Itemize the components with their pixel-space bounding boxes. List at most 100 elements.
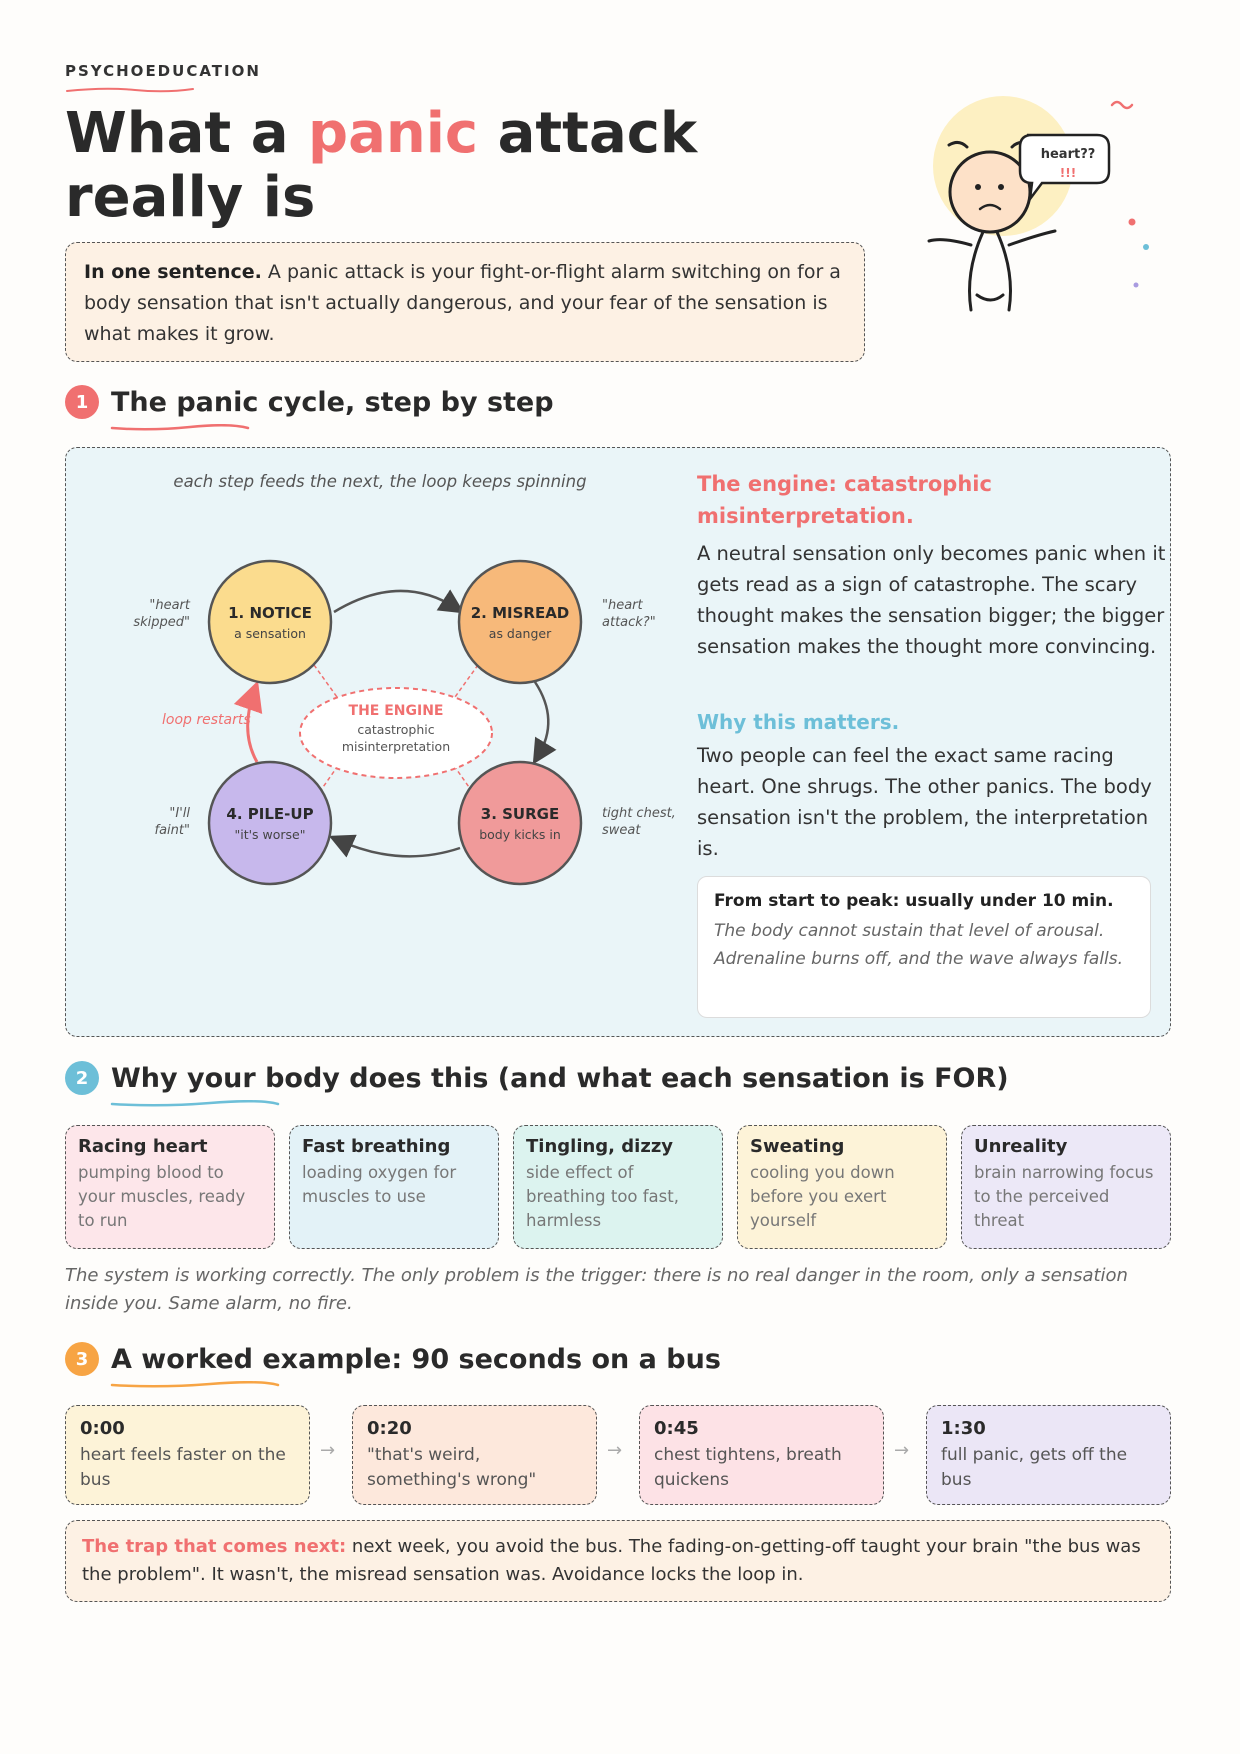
section1-number: 1 — [65, 385, 99, 419]
card-text: side effect of breathing too fast, harml… — [526, 1163, 679, 1230]
panic-cycle-diagram: each step feeds the next, the loop keeps… — [133, 472, 676, 886]
peak-heading: From start to peak: usually under 10 min… — [714, 891, 1114, 911]
engine-title: THE ENGINE — [349, 703, 444, 719]
title-line2: really is — [65, 165, 316, 230]
section2-title: Why your body does this (and what each s… — [111, 1062, 1009, 1094]
sensation-card-sweating: Sweating cooling you down before you exe… — [737, 1125, 947, 1249]
node-surge — [457, 760, 583, 886]
node-pileup-sub: "it's worse" — [234, 827, 305, 842]
summary-box: In one sentence. A panic attack is your … — [65, 242, 865, 362]
card-title: Tingling, dizzy — [526, 1136, 674, 1157]
trap-text: next week, you avoid the bus. The fading… — [82, 1536, 1141, 1585]
timeline-text: chest tightens, breath quickens — [654, 1445, 842, 1490]
engine-heading: The engine: catastrophic misinterpretati… — [697, 472, 992, 528]
timeline-text: "that's weird, something's wrong" — [367, 1445, 537, 1490]
timeline-arrow-icon: → — [320, 1440, 336, 1461]
section1-underline — [110, 424, 250, 431]
section1-title: The panic cycle, step by step — [111, 386, 554, 418]
worried-figure-illustration: heart?? !!! — [927, 96, 1149, 312]
cycle-caption: each step feeds the next, the loop keeps… — [173, 472, 586, 491]
dot-purple — [1133, 282, 1139, 288]
card-title: Fast breathing — [302, 1136, 451, 1157]
card-text: brain narrowing focus to the perceived t… — [974, 1163, 1154, 1230]
engine-ellipse — [299, 687, 493, 779]
card-title: Sweating — [750, 1136, 845, 1157]
section3-underline — [110, 1381, 280, 1388]
bubble-text-1: heart?? — [1041, 147, 1096, 162]
section2-underline — [110, 1100, 280, 1107]
page-title: What a panic attack really is — [65, 102, 825, 230]
eye-right — [998, 184, 1004, 190]
timeline-time: 0:45 — [654, 1418, 699, 1439]
timeline-time: 0:00 — [80, 1418, 125, 1439]
bubble-text-2: !!! — [1060, 166, 1076, 180]
quote-notice-2: skipped" — [133, 615, 190, 630]
eye-left — [975, 184, 981, 190]
section3-number: 3 — [65, 1342, 99, 1376]
timeline-time: 0:20 — [367, 1418, 412, 1439]
loop-restarts-label: loop restarts — [162, 712, 251, 728]
sensation-card-fast-breathing: Fast breathing loading oxygen for muscle… — [289, 1125, 499, 1249]
head — [948, 150, 1032, 234]
quote-surge-1: tight chest, — [602, 806, 676, 821]
arms — [927, 229, 1057, 247]
timeline-step-0-45: 0:45 chest tightens, breath quickens — [639, 1405, 884, 1505]
section2-number: 2 — [65, 1061, 99, 1095]
arrow-loop-restart — [233, 680, 263, 763]
why-text: Two people can feel the exact same racin… — [697, 744, 1152, 860]
squiggle-mark — [1110, 100, 1134, 110]
title-post: attack — [478, 101, 698, 166]
timeline-text: heart feels faster on the bus — [80, 1445, 286, 1490]
section3-header: 3 A worked example: 90 seconds on a bus — [65, 1342, 721, 1376]
summary-lead: In one sentence. — [84, 261, 262, 283]
sensation-card-unreality: Unreality brain narrowing focus to the p… — [961, 1125, 1171, 1249]
engine-link-2 — [449, 664, 479, 705]
engine-sub2: misinterpretation — [342, 739, 450, 754]
quote-misread-1: "heart — [602, 598, 644, 613]
node-misread-title: 2. MISREAD — [471, 604, 570, 622]
trap-lead: The trap that comes next: — [82, 1536, 347, 1557]
arrow-surge-pileup — [328, 834, 461, 858]
timeline-step-0-20: 0:20 "that's weird, something's wrong" — [352, 1405, 597, 1505]
timeline-time: 1:30 — [941, 1418, 986, 1439]
engine-text: A neutral sensation only becomes panic w… — [697, 542, 1166, 658]
node-misread-sub: as danger — [489, 626, 552, 641]
dot-red — [1128, 218, 1136, 226]
engine-sub1: catastrophic — [357, 722, 434, 737]
section3-title: A worked example: 90 seconds on a bus — [111, 1343, 721, 1375]
eyebrow-underline — [66, 87, 194, 93]
title-accent: panic — [307, 101, 479, 166]
node-notice-title: 1. NOTICE — [228, 604, 312, 622]
peak-card: From start to peak: usually under 10 min… — [697, 876, 1151, 1018]
engine-link-1 — [313, 664, 343, 705]
eyebrow-label: PSYCHOEDUCATION — [65, 62, 261, 80]
quote-notice-1: "heart — [149, 598, 191, 613]
node-notice — [207, 559, 333, 685]
sensation-card-tingling: Tingling, dizzy side effect of breathing… — [513, 1125, 723, 1249]
speech-bubble — [1018, 133, 1111, 204]
frown-mouth — [978, 203, 1002, 211]
card-text: cooling you down before you exert yourse… — [750, 1163, 895, 1230]
timeline-step-1-30: 1:30 full panic, gets off the bus — [926, 1405, 1171, 1505]
sensation-card-racing-heart: Racing heart pumping blood to your muscl… — [65, 1125, 275, 1249]
timeline-arrow-icon: → — [607, 1440, 623, 1461]
body-outline — [968, 230, 1012, 312]
timeline-arrow-icon: → — [894, 1440, 910, 1461]
card-title: Unreality — [974, 1136, 1068, 1157]
card-title: Racing heart — [78, 1136, 208, 1157]
quote-pileup-2: faint" — [155, 823, 190, 838]
node-pileup-title: 4. PILE-UP — [226, 805, 313, 823]
peak-text: The body cannot sustain that level of ar… — [714, 921, 1124, 969]
node-surge-sub: body kicks in — [479, 827, 561, 842]
card-text: loading oxygen for muscles to use — [302, 1163, 457, 1206]
summary-text: A panic attack is your fight-or-flight a… — [84, 261, 841, 345]
node-pileup — [207, 760, 333, 886]
quote-pileup-1: "I'll — [169, 806, 190, 821]
quote-misread-2: attack?" — [602, 615, 656, 630]
timeline-step-0-00: 0:00 heart feels faster on the bus — [65, 1405, 310, 1505]
arrow-notice-misread — [333, 589, 465, 614]
node-misread — [457, 559, 583, 685]
section1-header: 1 The panic cycle, step by step — [65, 385, 554, 419]
arrow-misread-surge — [532, 681, 557, 765]
node-surge-title: 3. SURGE — [481, 805, 559, 823]
